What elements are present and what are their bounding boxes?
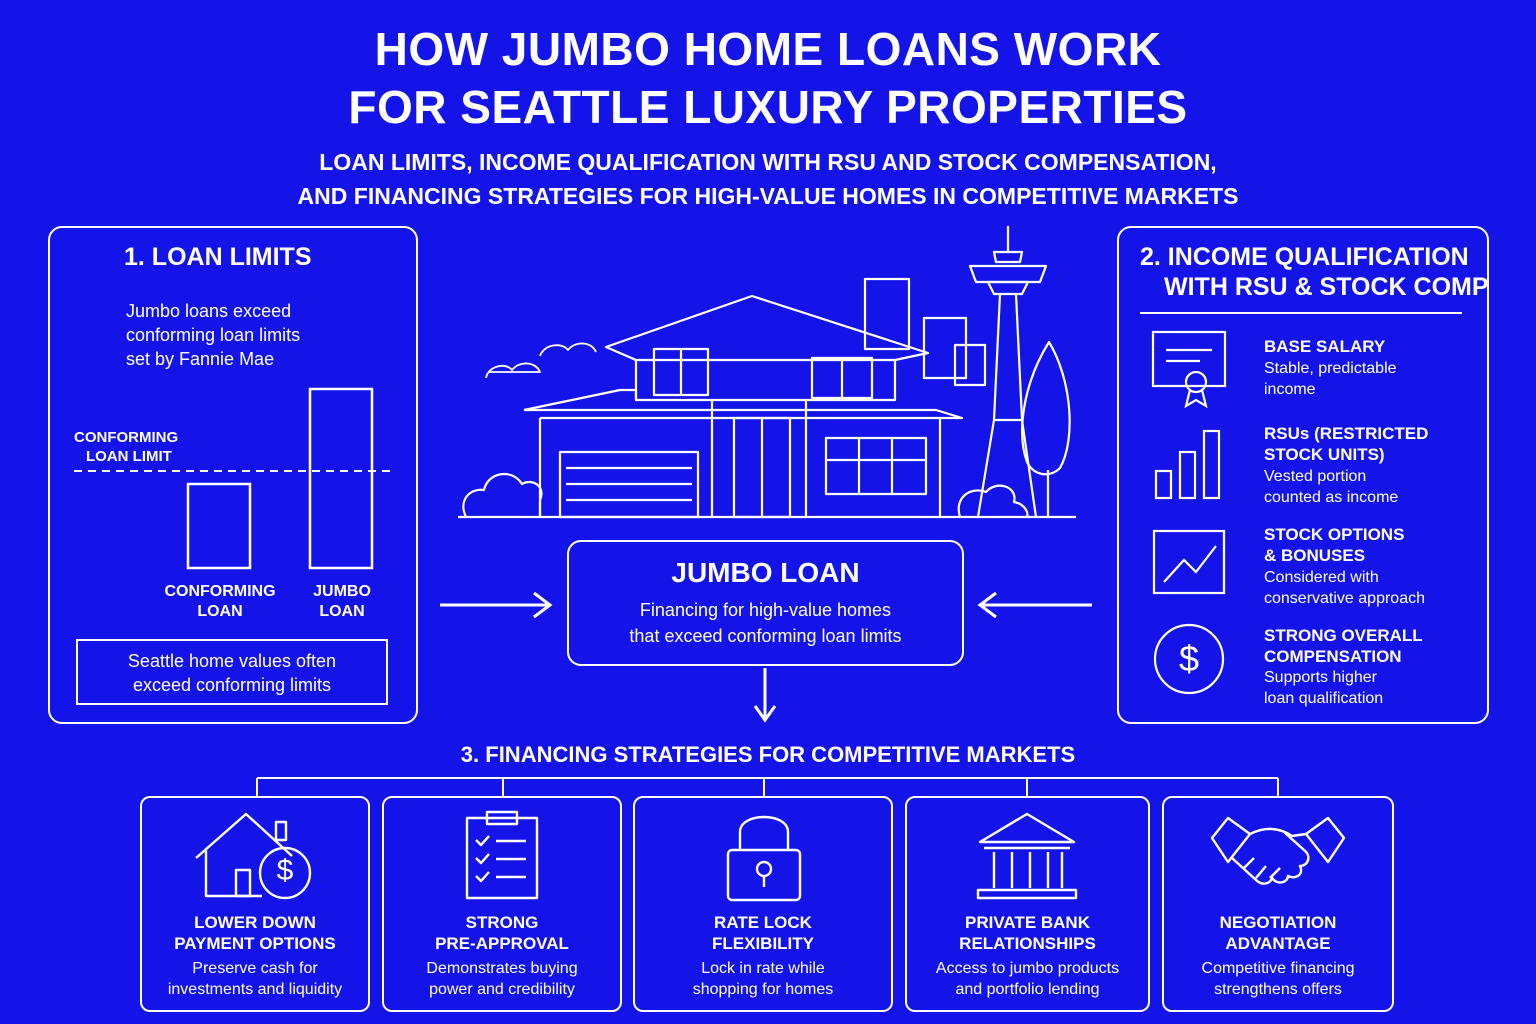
seattle-note-box [76,639,388,705]
house-dollar-icon [195,812,312,900]
card-4-desc-2: and portfolio lending [955,981,1100,998]
income-item-4-desc-1: Supports higher [1264,669,1377,686]
seattle-note-1: Seattle home values often [127,651,337,671]
income-item-4-desc-2: loan qualification [1264,690,1384,707]
strategy-card-private-bank [905,796,1150,1012]
income-panel [1117,226,1489,724]
bar1-label-2: LOAN [197,603,243,620]
card-3-head-1: RATE LOCK [714,913,812,932]
income-item-3-head-1: STOCK OPTIONS [1264,525,1405,544]
bar1-label-1: CONFORMING [164,583,276,600]
card-4-head-2: RELATIONSHIPS [959,934,1096,953]
card-3-desc-2: shopping for homes [692,981,834,998]
loan-limits-desc-3: set by Fannie Mae [126,349,275,369]
jumbo-loan-desc-1: Financing for high-value homes [639,600,892,620]
bar-chart-icon [1154,429,1221,500]
income-item-2-desc-2: counted as income [1264,489,1399,506]
card-3-head-2: FLEXIBILITY [712,934,814,953]
jumbo-loan-bar [308,387,374,570]
loan-limits-heading: 1. LOAN LIMITS [124,243,312,271]
card-1-desc-1: Preserve cash for [192,960,318,977]
income-item-2-desc-1: Vested portion [1264,468,1367,485]
checklist-icon [465,810,539,900]
handshake-icon [1210,816,1346,885]
page-subtitle-line-2: AND FINANCING STRATEGIES FOR HIGH-VALUE … [297,183,1239,209]
income-item-1-desc-1: Stable, predictable [1264,360,1397,377]
conforming-loan-bar [186,482,252,570]
income-item-3-desc-1: Considered with [1264,569,1379,586]
income-item-3-head-2: & BONUSES [1264,546,1366,565]
loan-limits-desc-1: Jumbo loans exceed [126,301,292,321]
card-2-desc-1: Demonstrates buying [426,960,578,977]
bar2-label-1: JUMBO [313,583,371,600]
income-item-2-head-2: STOCK UNITS) [1264,445,1385,464]
seattle-note-2: exceed conforming limits [132,675,332,695]
card-3-desc-1: Lock in rate while [701,960,825,977]
strategy-card-rate-lock [633,796,893,1012]
jumbo-loan-heading: JUMBO LOAN [671,557,860,588]
income-item-4-head-1: STRONG OVERALL [1264,626,1423,645]
strategies-heading: 3. FINANCING STRATEGIES FOR COMPETITIVE … [460,742,1076,767]
income-divider [1140,312,1462,314]
jumbo-loan-desc-2: that exceed conforming loan limits [629,626,902,646]
card-1-desc-2: investments and liquidity [167,981,343,998]
card-2-head-1: STRONG [465,913,539,932]
page-subtitle-line-1: LOAN LIMITS, INCOME QUALIFICATION WITH R… [319,149,1217,175]
skyline-building [863,277,911,351]
page-title-line-1: HOW JUMBO HOME LOANS WORK [374,23,1162,75]
card-2-desc-2: power and credibility [429,981,575,998]
garage-door [558,450,700,519]
jumbo-loan-box [567,540,964,666]
loan-limits-panel [48,226,418,724]
loan-limits-desc-2: conforming loan limits [126,325,301,345]
padlock-icon [726,815,802,902]
card-1-head-1: LOWER DOWN [194,913,316,932]
house-icon [523,294,964,519]
page-title-line-2: FOR SEATTLE LUXURY PROPERTIES [348,81,1188,133]
income-item-1-head: BASE SALARY [1264,337,1386,356]
strategy-card-pre-approval [382,796,622,1012]
card-4-head-1: PRIVATE BANK [965,913,1090,932]
card-5-desc-1: Competitive financing [1201,960,1355,977]
card-5-head-2: ADVANTAGE [1225,934,1331,953]
trend-line-icon [1152,529,1226,595]
strategy-card-negotiation [1162,796,1394,1012]
income-heading-2: WITH RSU & STOCK COMP [1164,273,1489,301]
bar2-label-2: LOAN [319,603,365,620]
income-item-3-desc-2: conservative approach [1264,590,1425,607]
card-5-head-1: NEGOTIATION [1219,913,1337,932]
income-item-4-head-2: COMPENSATION [1264,647,1402,666]
strategy-card-down-payment [140,796,370,1012]
income-item-1-desc-2: income [1264,381,1316,398]
dollar-circle-icon [1153,623,1225,695]
card-4-desc-1: Access to jumbo products [935,960,1120,977]
certificate-icon [1151,330,1227,409]
arrow-left-icon [977,591,1092,619]
card-5-desc-2: strengthens offers [1214,981,1342,998]
dollar-sign: $ [1178,638,1200,679]
limit-label-2: LOAN LIMIT [86,448,172,465]
card-2-head-2: PRE-APPROVAL [435,934,569,953]
tree-icon [1021,340,1071,476]
arrow-down-icon [753,668,777,723]
limit-label-1: CONFORMING [74,429,179,446]
income-item-2-head-1: RSUs (RESTRICTED [1264,424,1429,443]
bank-icon [976,812,1078,900]
arrow-right-icon [440,591,553,619]
house-dollar-sign: $ [276,854,294,887]
income-heading-1: 2. INCOME QUALIFICATION [1140,243,1469,271]
card-1-head-2: PAYMENT OPTIONS [174,934,336,953]
